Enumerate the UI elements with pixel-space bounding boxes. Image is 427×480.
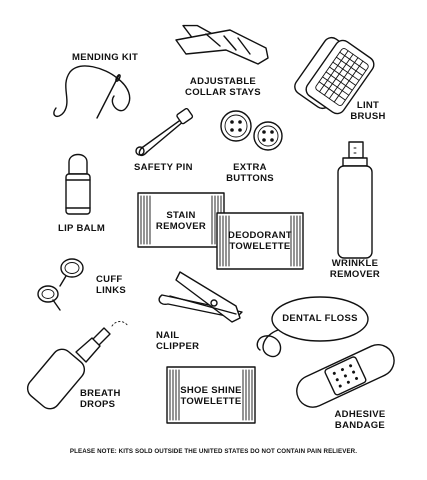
safety-pin-icon: [135, 107, 194, 156]
footnote: PLEASE NOTE: KITS SOLD OUTSIDE THE UNITE…: [69, 448, 358, 455]
label-line: TOWELETTE: [180, 396, 242, 407]
label-line: SHOE SHINE: [180, 385, 242, 396]
label-safety-pin: SAFETY PIN: [134, 162, 193, 173]
label-line: ADJUSTABLE: [189, 76, 257, 87]
label-dental-floss: DENTAL FLOSS: [282, 313, 358, 324]
adhesive-bandage-icon: [296, 343, 395, 408]
label-lint-brush: LINT BRUSH: [348, 100, 388, 122]
label-line: REMOVER: [155, 221, 207, 232]
label-collar-stays: ADJUSTABLE COLLAR STAYS: [178, 76, 268, 98]
label-line: TOWELETTE: [229, 241, 291, 252]
label-line: REMOVER: [329, 269, 381, 280]
buttons-icon: [220, 110, 283, 151]
label-mending-kit: MENDING KIT: [72, 52, 139, 63]
needle-thread-icon: [53, 65, 131, 119]
label-wrinkle-remover: WRINKLE REMOVER: [326, 258, 384, 280]
dental-floss-bubble: [256, 296, 369, 358]
cuff-links-icon: [37, 258, 84, 311]
label-line: LINT: [356, 100, 380, 111]
label-line: STAIN: [166, 210, 196, 221]
label-line: COLLAR STAYS: [185, 87, 261, 98]
lip-balm-icon: [65, 153, 91, 215]
shoe-shine-towelette-packet: [166, 366, 256, 424]
label-line: LINKS: [96, 285, 126, 296]
label-deodorant-towelette: DEODORANT TOWELETTE: [222, 230, 298, 252]
spray-bottle-icon: [337, 141, 373, 259]
label-shoe-shine-towelette: SHOE SHINE TOWELETTE: [173, 385, 249, 407]
label-line: DEODORANT: [228, 230, 292, 241]
label-line: WRINKLE: [331, 258, 379, 269]
label-stain-remover: STAIN REMOVER: [148, 210, 214, 232]
lint-brush-icon: [294, 36, 375, 115]
label-line: CUFF: [96, 274, 123, 285]
label-adhesive-bandage: ADHESIVE BANDAGE: [332, 409, 388, 431]
deodorant-towelette-packet: [216, 212, 304, 270]
label-line: BREATH: [80, 388, 121, 399]
breath-drops-icon: [26, 321, 129, 410]
stain-remover-packet: [137, 192, 225, 248]
label-line: DROPS: [80, 399, 116, 410]
label-breath-drops: BREATH DROPS: [80, 388, 121, 410]
label-extra-buttons: EXTRA BUTTONS: [222, 162, 278, 184]
label-line: BRUSH: [350, 111, 386, 122]
label-line: CLIPPER: [156, 341, 200, 352]
label-cuff-links: CUFF LINKS: [96, 274, 126, 296]
label-line: ADHESIVE: [334, 409, 386, 420]
collar-stays-icon: [175, 24, 269, 65]
label-line: EXTRA: [233, 162, 267, 173]
label-line: NAIL: [156, 330, 180, 341]
label-nail-clipper: NAIL CLIPPER: [156, 330, 199, 352]
label-line: BANDAGE: [334, 420, 386, 431]
label-line: BUTTONS: [226, 173, 274, 184]
label-lip-balm: LIP BALM: [58, 223, 106, 234]
nail-clipper-icon: [158, 271, 243, 323]
